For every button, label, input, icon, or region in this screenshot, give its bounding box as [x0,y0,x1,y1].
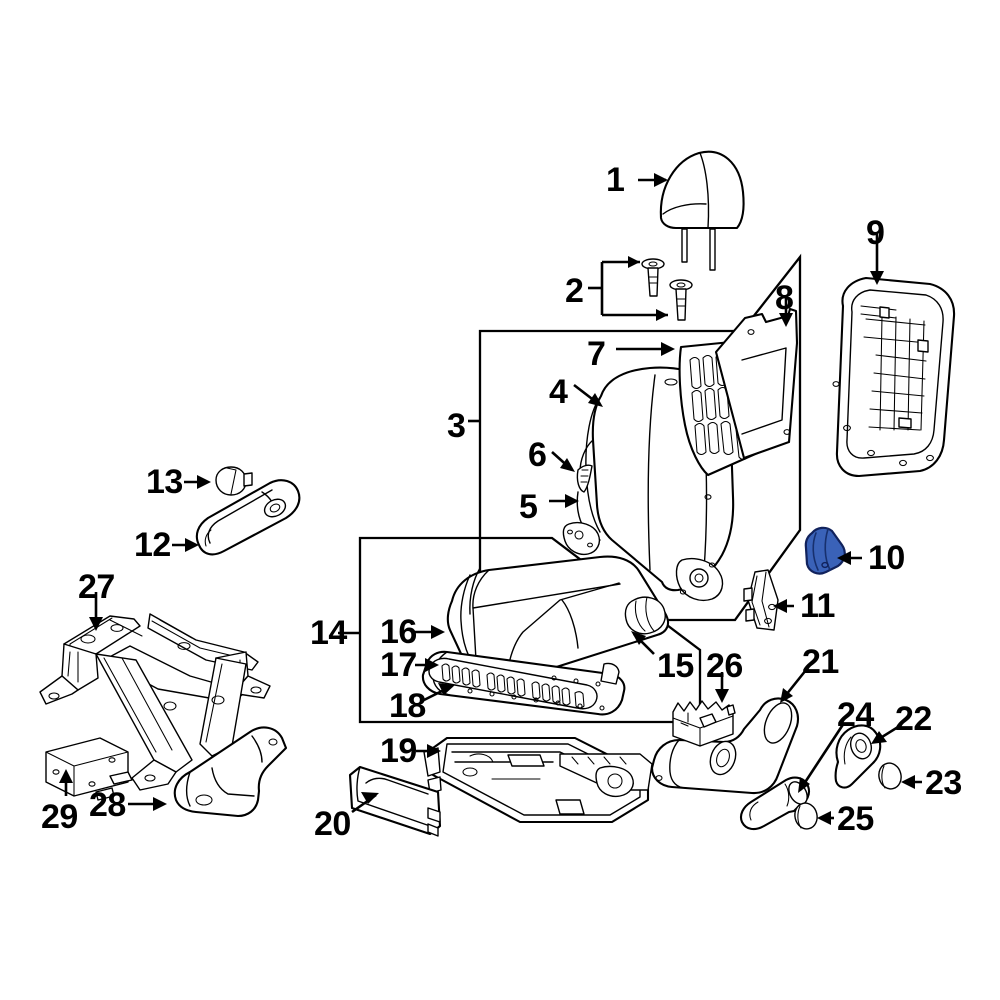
callout-label-22[interactable]: 22 [895,700,932,738]
callout-label-2[interactable]: 2 [565,272,584,310]
callout-label-14[interactable]: 14 [310,614,347,652]
callout-label-4[interactable]: 4 [549,373,568,411]
callout-label-9[interactable]: 9 [866,214,885,252]
callout-label-29[interactable]: 29 [41,798,78,836]
callout-label-15[interactable]: 15 [657,647,694,685]
callout-label-5[interactable]: 5 [519,488,538,526]
part-lever-end-cap-outer [878,762,902,790]
part-inner-side-trim [173,726,288,818]
part-handle-cap-knob [215,466,253,496]
part-back-trim-panel [832,276,956,478]
cushion-mesh-pattern [441,663,585,709]
callout-label-8[interactable]: 8 [775,279,794,317]
callout-label-18[interactable]: 18 [389,687,426,725]
part-headrest-bolts [588,256,693,321]
part-seat-track-adjuster [423,736,653,824]
callout-label-13[interactable]: 13 [146,463,183,501]
part-recliner-handle [195,479,301,556]
callout-label-25[interactable]: 25 [837,800,874,838]
part-outer-side-shield [650,697,800,795]
leader-lines [59,173,922,825]
callout-label-24[interactable]: 24 [837,696,874,734]
callout-label-26[interactable]: 26 [706,647,743,685]
part-seat-riser-frame [39,613,271,791]
callout-label-21[interactable]: 21 [802,643,839,681]
callout-label-23[interactable]: 23 [925,764,962,802]
callout-label-19[interactable]: 19 [380,732,417,770]
part-recliner-cover-cap-highlighted [804,526,846,575]
callout-label-11[interactable]: 11 [800,587,835,625]
part-track-front-trim [348,765,442,837]
part-height-adjust-lever [834,724,882,789]
callout-label-27[interactable]: 27 [78,568,115,606]
callout-label-10[interactable]: 10 [868,539,905,577]
callout-label-7[interactable]: 7 [587,335,606,373]
part-back-upper-panel [714,307,799,460]
callout-label-16[interactable]: 16 [380,613,417,651]
callout-label-28[interactable]: 28 [89,786,126,824]
callout-label-3[interactable]: 3 [447,407,466,445]
callout-label-1[interactable]: 1 [606,161,625,199]
part-headrest [659,150,745,271]
part-wiring-connector-housing [672,700,736,747]
callout-label-12[interactable]: 12 [134,526,171,564]
callout-label-17[interactable]: 17 [380,646,417,684]
callout-label-20[interactable]: 20 [314,805,351,843]
callout-label-6[interactable]: 6 [528,436,547,474]
trim-grid-pattern [863,315,928,431]
part-lever-end-cap-inner [794,802,818,830]
part-seat-cushion [421,555,670,716]
part-hinge-bracket [743,569,779,631]
